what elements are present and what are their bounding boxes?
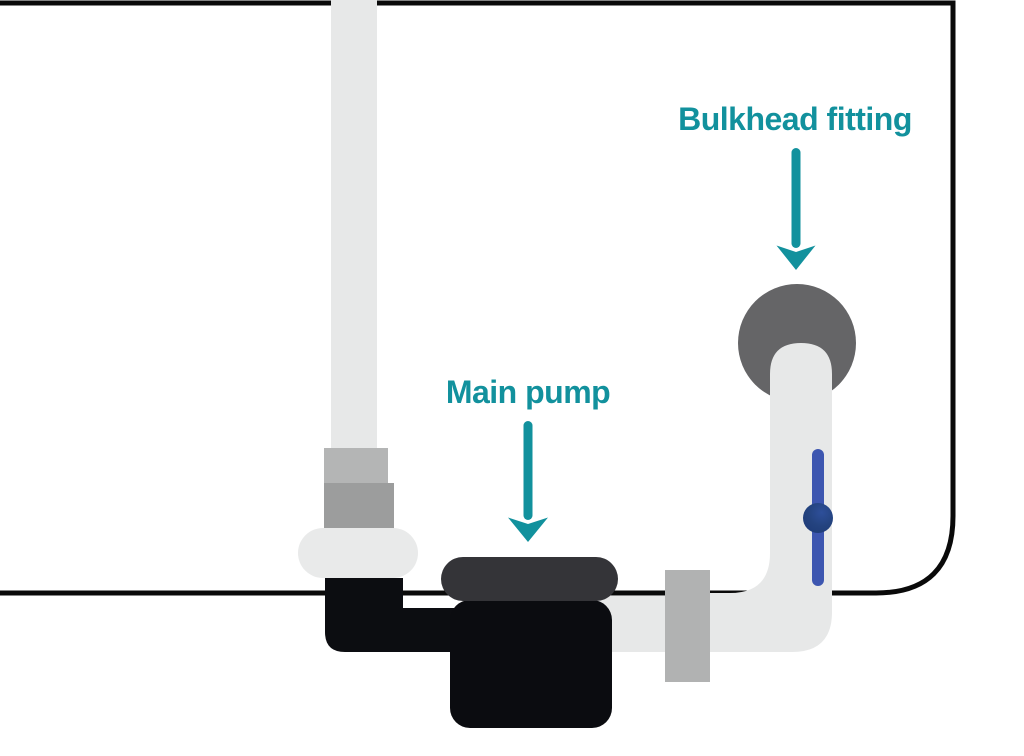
tank-outline <box>0 0 956 596</box>
outlet-pipe-riser <box>680 343 832 652</box>
main-pump-arrow-head <box>508 517 548 542</box>
pump-cap <box>441 557 618 601</box>
main-pump-arrow-stem <box>523 421 533 520</box>
bulkhead-arrow-down-icon <box>776 148 816 270</box>
pipe-collar <box>298 528 418 578</box>
pump-inlet-pipe <box>325 578 470 652</box>
valve-knob <box>803 503 833 533</box>
main-pump-arrow-down-icon <box>508 421 548 542</box>
pipe-coupling <box>665 570 710 682</box>
pipe-fitting-lower <box>324 483 394 529</box>
pump-body <box>450 600 612 728</box>
label-main-pump: Main pump <box>446 374 610 410</box>
bulkhead-arrow-head <box>776 245 816 270</box>
pipe-fitting-upper <box>324 448 388 484</box>
label-bulkhead-fitting: Bulkhead fitting <box>678 101 912 137</box>
bulkhead-arrow-stem <box>791 148 801 248</box>
return-pipe <box>331 0 377 452</box>
